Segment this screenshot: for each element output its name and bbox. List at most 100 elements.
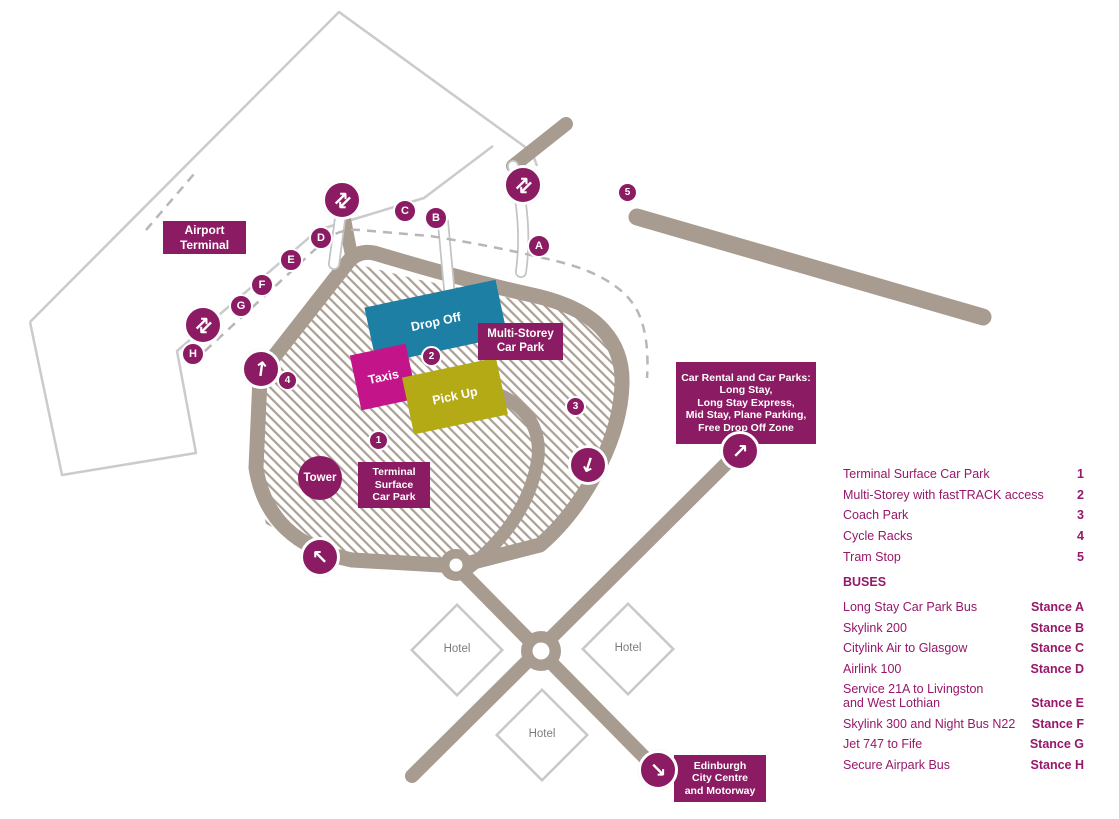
buses-title: BUSES [843,575,887,590]
bus-stance: Stance F [1031,716,1084,731]
airport-terminal-box: Airport Terminal [163,221,246,254]
legend-number: 4 [1077,529,1084,543]
airport-terminal-line: Airport [184,223,225,238]
multi-storey-box: Multi-Storey Car Park [478,323,563,360]
bus-label: Jet 747 to Fife [843,737,923,752]
to-city-centre-icon: ↘ [638,750,678,790]
car-rental-line: Mid Stay, Plane Parking, [685,409,807,422]
car-rental-line: Long Stay, [719,384,773,397]
stance-pin-d: D [309,226,333,250]
down-arrow-icon: ↓ [576,450,600,480]
two-way-traffic-icon: ⇄ [183,305,223,345]
legend-number: 3 [1077,508,1084,523]
legend-row: Tram Stop 5 [843,543,1084,564]
bus-stance: Stance A [1030,600,1084,615]
stance-pin-f: F [250,273,274,297]
legend-label: Multi-Storey with fastTRACK access [843,487,1044,502]
up-arrow-icon: ↑ [251,355,271,383]
down-right-arrow-icon: ↘ [649,758,667,782]
stance-letter: B [432,212,440,224]
legend-row: Multi-Storey with fastTRACK access 2 [843,482,1084,503]
legend-number: 1 [1077,467,1084,482]
stance-letter: E [287,254,295,266]
number-pin-4: 4 [277,370,298,391]
pin-number: 3 [572,401,579,412]
bus-row: Skylink 200 Stance B [843,615,1084,636]
hotel-label: Hotel [443,643,471,655]
one-way-down-icon: ↓ [568,445,608,485]
bus-label: Citylink Air to Glasgow [843,641,968,656]
bus-row: Airlink 100 Stance D [843,656,1084,677]
one-way-up-left-icon: ↖ [300,537,340,577]
legend-row: Terminal Surface Car Park 1 [843,461,1084,482]
legend-row: Cycle Racks 4 [843,523,1084,544]
pick-up-label: Pick Up [431,384,479,408]
airport-terminal-line: Terminal [179,237,230,252]
car-rental-box: Car Rental and Car Parks: Long Stay, Lon… [676,362,816,444]
bus-row: Long Stay Car Park Bus Stance A [843,594,1084,615]
car-rental-line: Car Rental and Car Parks: [681,372,811,385]
bus-stance: Stance C [1030,641,1085,656]
multi-storey-line: Multi-Storey [487,327,554,340]
stance-letter: C [401,205,409,217]
bus-label: Skylink 200 [843,620,907,635]
two-way-arrows-icon: ⇄ [508,170,538,200]
stance-pin-a: A [527,234,551,258]
terminal-surface-line: Terminal [372,466,416,479]
up-right-arrow-icon: ↗ [731,439,749,463]
dashed-lane [192,228,649,379]
dashed-road-topleft [145,173,195,231]
pin-number: 1 [375,435,382,446]
bus-row: Service 21A to Livingston and West Lothi… [843,676,1084,710]
edinburgh-line: and Motorway [684,784,756,797]
taxis-label: Taxis [366,366,401,388]
two-way-traffic-icon: ⇄ [322,180,362,220]
hotel-label: Hotel [528,728,556,740]
two-way-arrows-icon: ⇄ [188,310,218,340]
stance-pin-e: E [279,248,303,272]
stance-letter: F [258,279,266,291]
hotel-label: Hotel [614,642,642,654]
legend-number: 2 [1077,487,1084,502]
bus-row: Jet 747 to Fife Stance G [843,731,1084,752]
number-pin-3: 3 [565,396,586,417]
legend: Terminal Surface Car Park 1 Multi-Storey… [843,461,1084,772]
stance-pin-h: H [181,342,205,366]
legend-row: Coach Park 3 [843,502,1084,523]
stance-letter: G [236,300,246,312]
legend-number: 5 [1077,549,1084,564]
tram-line [628,208,992,326]
up-left-arrow-icon: ↖ [311,545,329,569]
pin-number: 4 [284,375,291,386]
legend-label: Terminal Surface Car Park [843,467,990,482]
terminal-surface-box: Terminal Surface Car Park [358,462,430,508]
terminal-surface-line: Surface [374,478,414,491]
legend-label: Cycle Racks [843,529,913,543]
stance-letter: H [189,348,197,360]
to-car-rental-icon: ↗ [720,431,760,471]
one-way-up-icon: ↑ [241,349,281,389]
bus-row: Citylink Air to Glasgow Stance C [843,635,1084,656]
legend-label: Tram Stop [843,549,901,564]
bus-stance: Stance E [1031,695,1084,710]
bus-row: Secure Airpark Bus Stance H [843,752,1084,773]
edinburgh-line: City Centre [691,772,748,785]
pin-number: 2 [428,351,435,362]
bus-stance: Stance B [1030,620,1085,635]
stance-pin-b: B [424,206,448,230]
car-rental-line: Long Stay Express, [697,396,795,409]
terminal-outline [28,10,539,477]
multi-storey-line: Car Park [496,341,545,354]
bus-label: Skylink 300 and Night Bus N22 [843,716,1016,731]
roundabouts [440,549,561,671]
legend-label: Coach Park [843,508,909,523]
two-way-traffic-icon: ⇄ [503,165,543,205]
stance-pin-c: C [393,199,417,223]
number-pin-5: 5 [617,182,638,203]
bus-stance: Stance G [1029,737,1084,752]
terminal-surface-line: Car Park [372,491,416,504]
stance-letter: A [535,240,543,252]
bus-label: Long Stay Car Park Bus [843,600,978,615]
bus-label: Service 21A to Livingston and West Lothi… [843,681,984,710]
edinburgh-box: Edinburgh City Centre and Motorway [674,755,766,802]
